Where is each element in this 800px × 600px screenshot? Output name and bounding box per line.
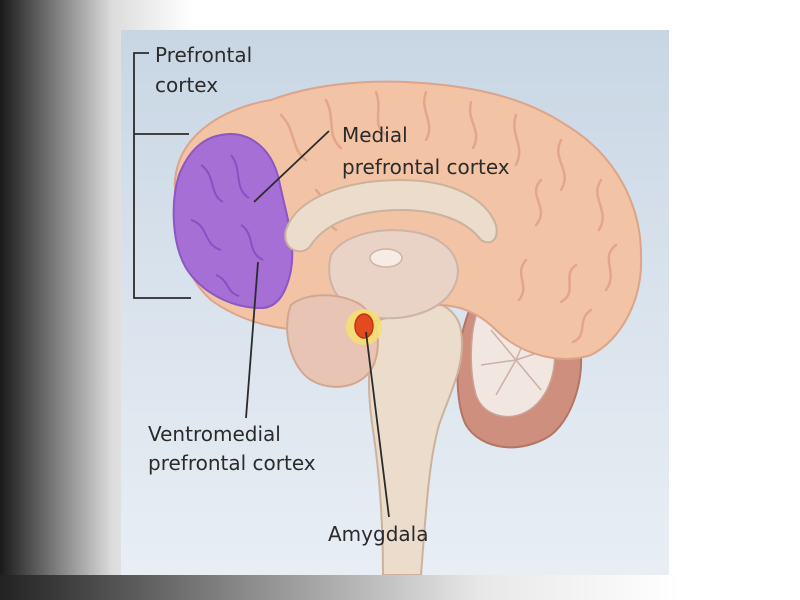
cerebellum-branches <box>480 324 547 396</box>
prefrontal-bracket <box>133 52 191 299</box>
amygdala <box>354 313 374 339</box>
label-medial-line2: prefrontal cortex <box>342 155 510 179</box>
medial-leader <box>253 130 330 203</box>
bottom-gradient-strip <box>0 575 800 600</box>
leader-lines <box>133 52 390 518</box>
label-medial-line1: Medial <box>342 123 408 147</box>
label-ventromedial-line2: prefrontal cortex <box>148 451 316 475</box>
interthalamic-adhesion <box>369 248 403 268</box>
label-prefrontal-line2: cortex <box>155 73 219 97</box>
brain-diagram-panel <box>121 30 669 575</box>
corpus-callosum <box>284 178 498 253</box>
brainstem <box>368 298 463 575</box>
prefrontal-folds <box>190 154 264 297</box>
label-ventromedial-line1: Ventromedial <box>148 422 281 446</box>
label-prefrontal-line1: Prefrontal <box>155 43 253 67</box>
prefrontal-cortex-region <box>172 133 294 310</box>
amygdala-leader <box>365 331 390 518</box>
brain-illustration <box>133 52 643 575</box>
label-amygdala: Amygdala <box>328 522 429 546</box>
ventromedial-leader <box>245 261 259 419</box>
